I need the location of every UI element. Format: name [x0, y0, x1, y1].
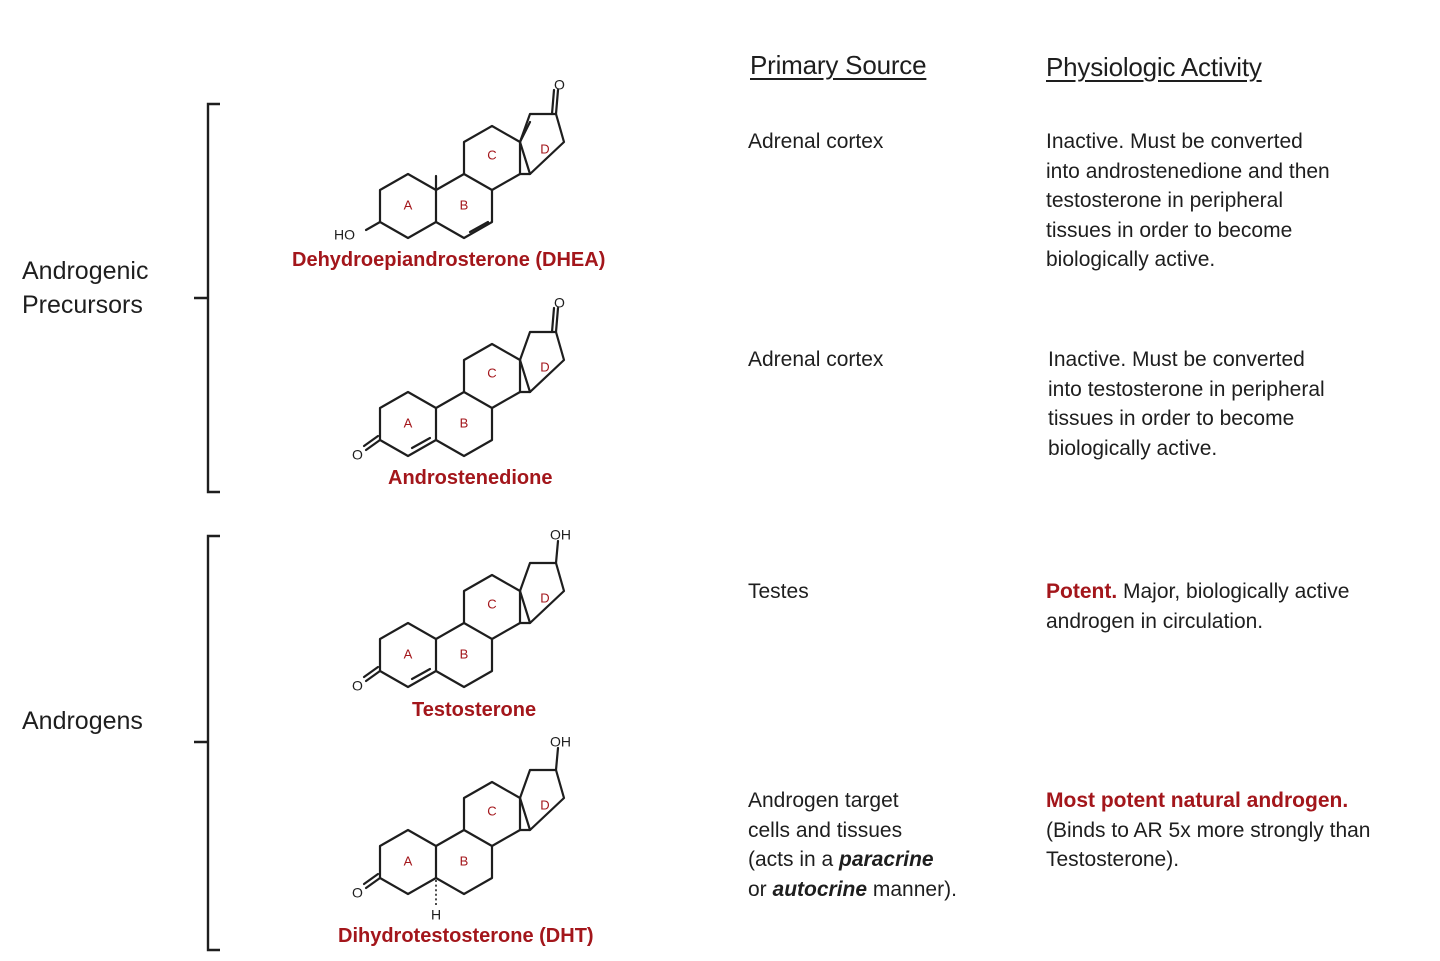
activity-text: Major, biologically active: [1117, 580, 1350, 603]
ring-label-c: C: [487, 365, 496, 380]
physiologic-activity-header: Physiologic Activity: [1046, 52, 1262, 82]
oxygen-label: O: [352, 447, 363, 463]
ring-label-b: B: [460, 415, 469, 430]
activity-line: biologically active.: [1048, 436, 1218, 460]
source-testosterone: Testes: [748, 580, 809, 603]
dhea-structure: O HO A B C D: [334, 77, 566, 243]
activity-line: Inactive. Must be converted: [1046, 130, 1303, 153]
activity-dht: Most potent natural androgen. (Binds to …: [1046, 786, 1371, 875]
group-label-line: Androgenic: [22, 257, 149, 285]
source-text: or: [748, 877, 773, 901]
activity-line: (Binds to AR 5x more strongly than: [1046, 818, 1371, 842]
hydroxyl-label: HO: [334, 227, 355, 243]
primary-source-header: Primary Source: [750, 50, 927, 80]
group-label-precursors: Androgenic Precursors: [22, 254, 148, 322]
ring-label-d: D: [540, 359, 549, 374]
compound-name-testosterone: Testosterone: [412, 699, 537, 721]
source-androstenedione: Adrenal cortex: [748, 348, 884, 371]
compound-name-dht: Dihydrotestosterone (DHT): [338, 925, 594, 947]
activity-androstenedione: Inactive. Must be converted into testost…: [1048, 345, 1325, 463]
activity-line: testosterone in peripheral: [1046, 189, 1283, 212]
activity-line: into testosterone in peripheral: [1048, 377, 1325, 401]
ring-label-b: B: [460, 197, 469, 212]
source-line: (acts in a paracrine: [748, 845, 957, 875]
bracket-androgens: [194, 534, 220, 952]
source-emphasis: paracrine: [839, 848, 934, 871]
ring-label-a: A: [404, 415, 413, 430]
activity-line: into androstenedione and then: [1046, 159, 1330, 183]
hydrogen-label: H: [431, 907, 441, 923]
ring-label-b: B: [460, 646, 469, 661]
bracket-precursors: [194, 102, 220, 494]
potency-highlight: Potent.: [1046, 580, 1118, 603]
activity-line: Potent. Major, biologically active: [1046, 577, 1349, 607]
source-text: (acts in a: [748, 848, 840, 871]
ring-label-a: A: [404, 853, 413, 868]
activity-testosterone: Potent. Major, biologically active andro…: [1046, 577, 1349, 636]
source-line: or autocrine manner).: [748, 875, 957, 905]
potency-highlight: Most potent natural androgen.: [1046, 789, 1349, 812]
source-emphasis: autocrine: [772, 877, 868, 901]
ring-label-c: C: [487, 803, 496, 818]
oxygen-label: O: [554, 295, 565, 311]
ring-label-c: C: [487, 147, 496, 162]
source-dhea: Adrenal cortex: [748, 130, 884, 153]
dht-structure: OH O H A B C D: [352, 734, 571, 923]
group-label-androgens: Androgens: [22, 707, 143, 735]
activity-line: tissues in order to become: [1048, 407, 1295, 430]
ring-label-d: D: [540, 141, 549, 156]
oxygen-label: O: [352, 885, 363, 901]
ring-label-d: D: [540, 590, 549, 605]
group-label-line: Precursors: [22, 291, 143, 319]
hydroxyl-label: OH: [550, 527, 571, 543]
testosterone-structure: OH O A B C D: [352, 527, 571, 694]
ring-label-b: B: [460, 853, 469, 868]
activity-line: Inactive. Must be converted: [1048, 348, 1305, 371]
activity-line: tissues in order to become: [1046, 218, 1293, 242]
ring-label-a: A: [404, 646, 413, 661]
compound-name-androstenedione: Androstenedione: [388, 467, 553, 489]
activity-dhea: Inactive. Must be converted into androst…: [1046, 127, 1330, 275]
hydroxyl-label: OH: [550, 734, 571, 750]
source-line: cells and tissues: [748, 818, 903, 842]
activity-line: Testosterone).: [1046, 848, 1180, 871]
ring-label-a: A: [404, 197, 413, 212]
ring-label-c: C: [487, 596, 496, 611]
oxygen-label: O: [352, 678, 363, 694]
compound-name-dhea: Dehydroepiandrosterone (DHEA): [292, 249, 606, 271]
activity-line: androgen in circulation.: [1046, 609, 1264, 633]
source-dht: Androgen target cells and tissues (acts …: [748, 786, 957, 904]
ring-label-d: D: [540, 797, 549, 812]
androstenedione-structure: O O A B C D: [352, 295, 566, 463]
source-line: Androgen target: [748, 789, 899, 812]
source-text: manner).: [867, 877, 957, 901]
activity-line: biologically active.: [1046, 248, 1216, 271]
oxygen-label: O: [554, 77, 565, 93]
